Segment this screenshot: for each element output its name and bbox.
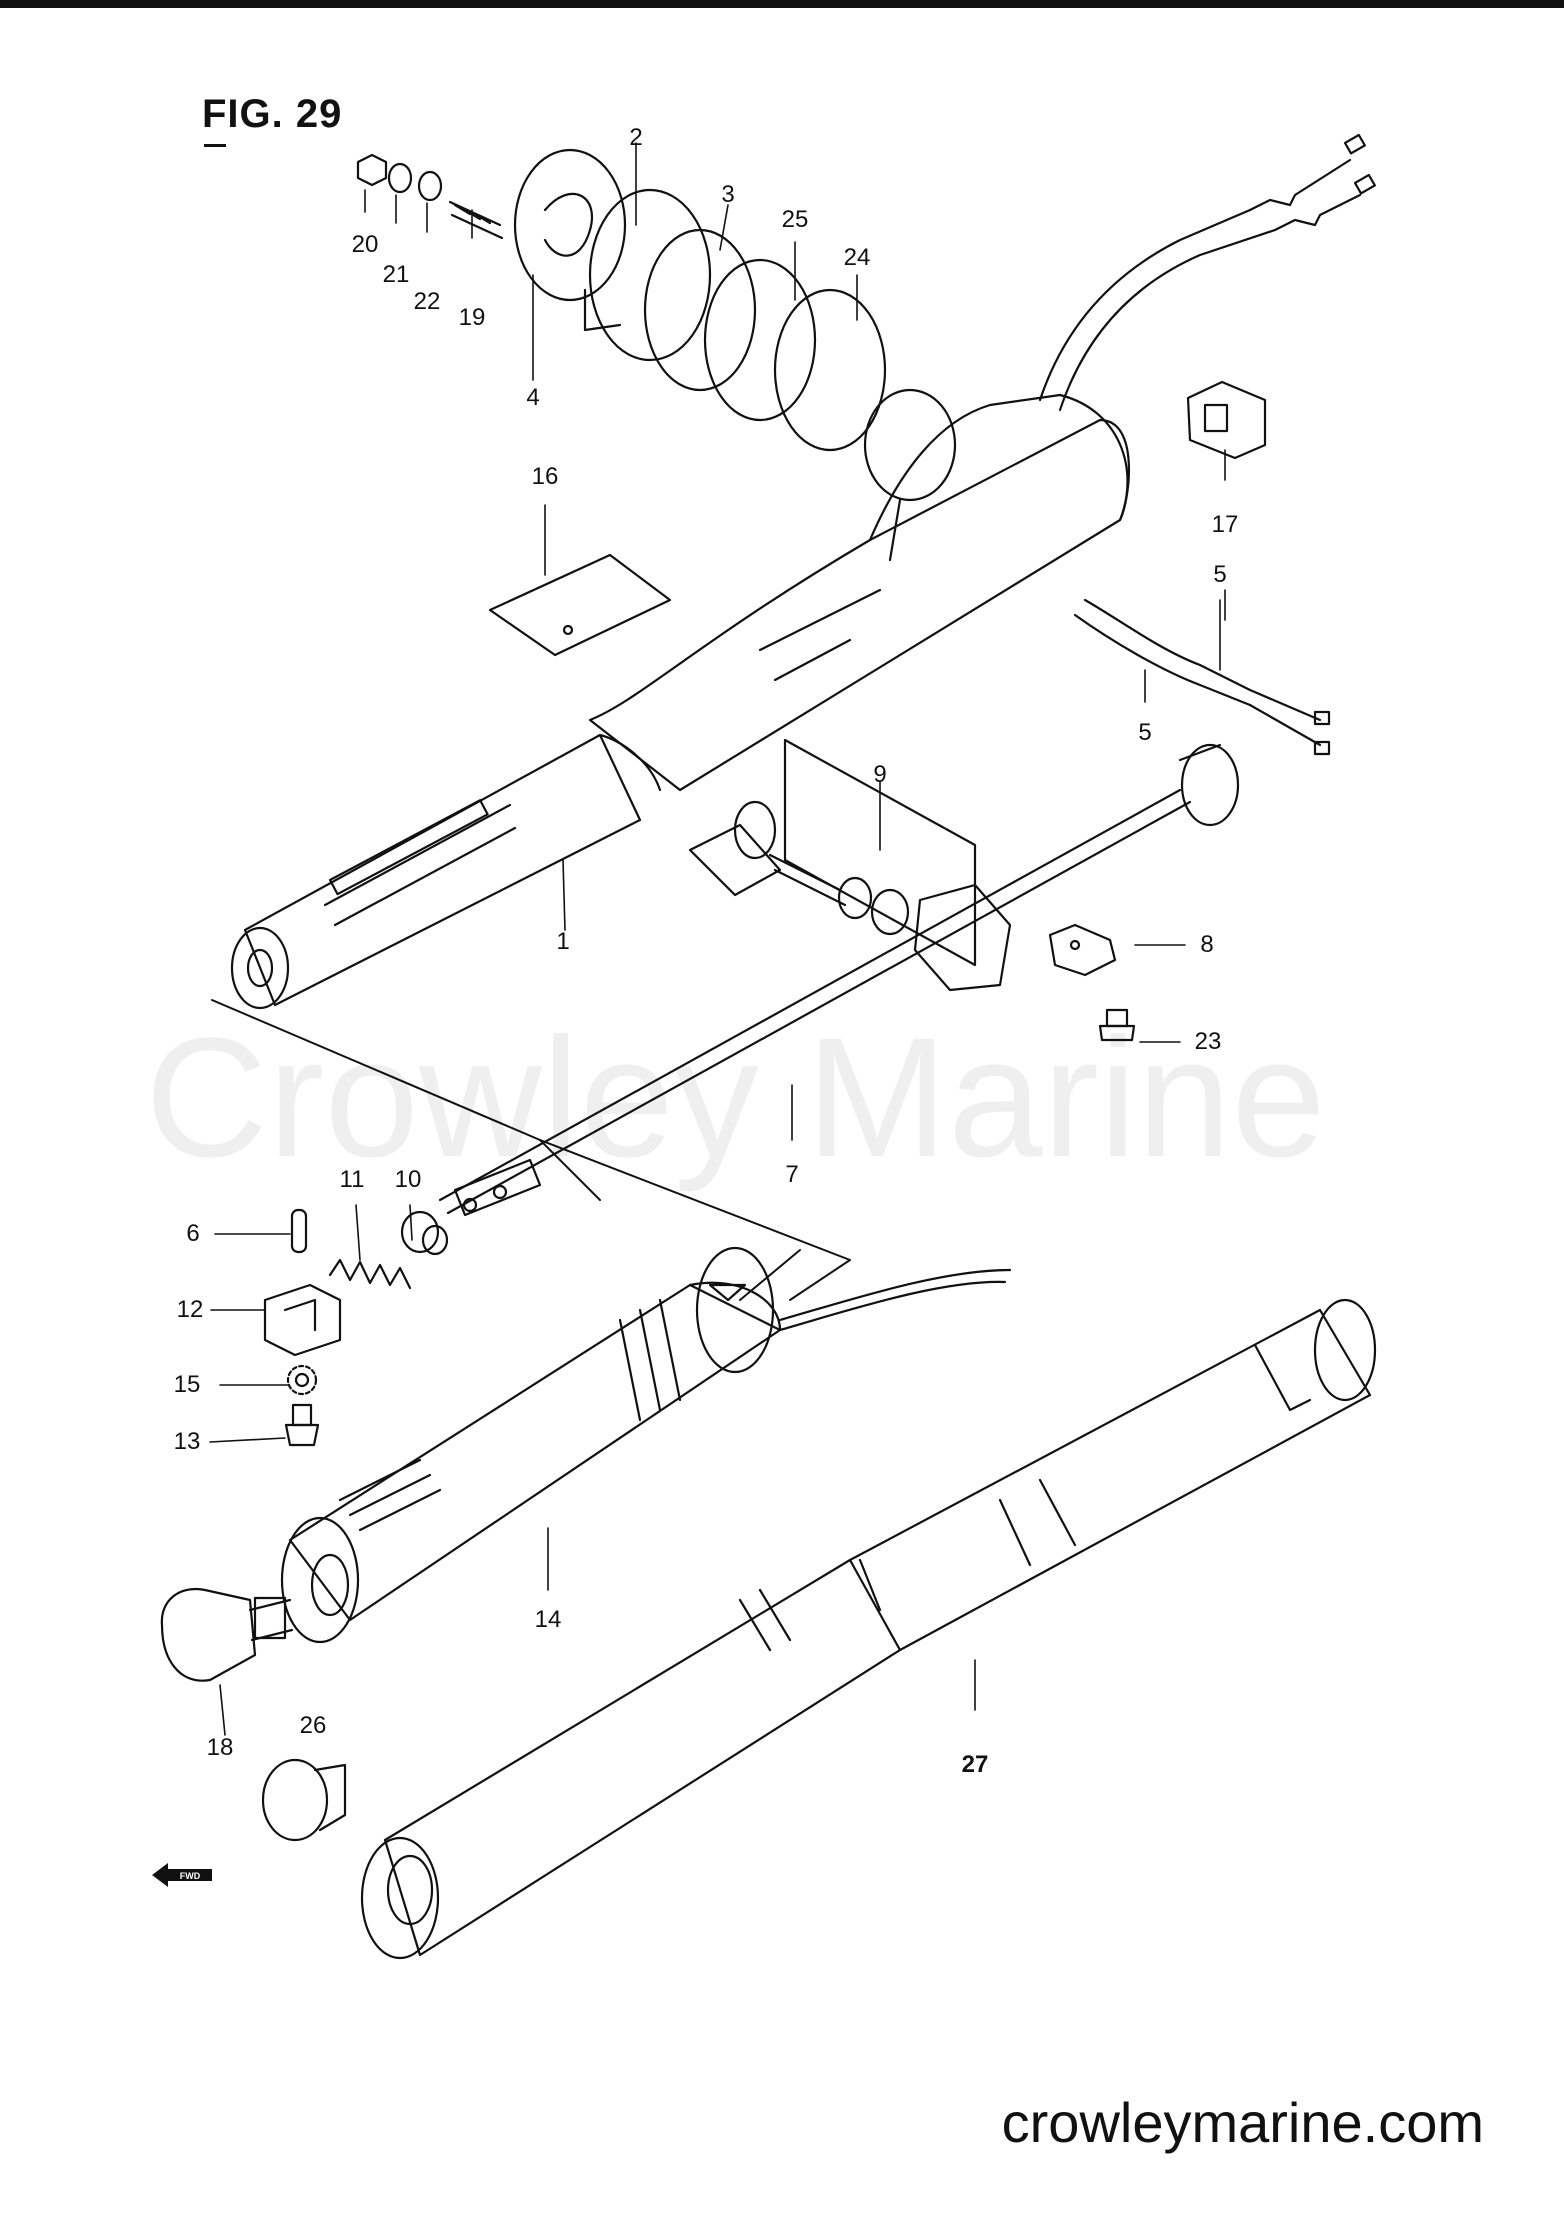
knob-part (160, 1587, 294, 1682)
callout-c16: 16 (531, 463, 559, 490)
callout-c5a: 5 (1213, 561, 1227, 588)
cover-tube-part (360, 1298, 1377, 1960)
callout-c12: 12 (176, 1296, 204, 1323)
cables-part (1038, 133, 1376, 756)
title-underline (204, 144, 226, 147)
callout-c23: 23 (1194, 1028, 1222, 1055)
callout-c1: 1 (556, 928, 570, 955)
callout-c22: 22 (413, 288, 441, 315)
callout-c9: 9 (873, 761, 887, 788)
callout-c27: 27 (961, 1751, 989, 1778)
callout-c10: 10 (394, 1166, 422, 1193)
callout-c13: 13 (173, 1428, 201, 1455)
callout-c15: 15 (173, 1371, 201, 1398)
gasket-stack-part (513, 148, 887, 452)
callout-c19: 19 (458, 304, 486, 331)
callout-c5b: 5 (1138, 719, 1152, 746)
callout-c8: 8 (1200, 931, 1214, 958)
callout-c26: 26 (299, 1712, 327, 1739)
assembly-outline (211, 999, 851, 1301)
shift-rod-part (438, 738, 1240, 1217)
throttle-grip-part (280, 1246, 1012, 1644)
callout-c18: 18 (206, 1734, 234, 1761)
decal-part (488, 553, 672, 657)
callout-c11: 11 (339, 1166, 365, 1193)
callout-c24: 24 (843, 244, 871, 271)
tiller-handle-part (230, 388, 1130, 1010)
callout-c25: 25 (781, 206, 809, 233)
callout-c14: 14 (534, 1606, 562, 1633)
figure-title: FIG. 29 (202, 92, 343, 136)
cap-part (261, 1758, 347, 1842)
website-url: crowleymarine.com (1001, 2091, 1484, 2154)
grommet-part (1186, 380, 1267, 460)
callout-c2: 2 (629, 124, 643, 151)
callout-c7: 7 (785, 1161, 799, 1188)
callout-c4: 4 (526, 384, 540, 411)
fwd-label: FWD (180, 1871, 201, 1881)
small-parts-part (263, 1208, 449, 1447)
callout-c17: 17 (1211, 511, 1239, 538)
callout-c6: 6 (186, 1220, 200, 1247)
callout-c3: 3 (721, 181, 735, 208)
top-border (0, 0, 1564, 8)
leader-lines (209, 142, 1226, 1736)
fwd-arrow-icon: FWD (152, 1863, 212, 1887)
callout-c20: 20 (351, 231, 379, 258)
watermark: Crowley Marine (145, 1003, 1326, 1193)
screw-23-part (1098, 1008, 1136, 1042)
callout-c21: 21 (382, 261, 410, 288)
fastener-set-part (356, 153, 504, 240)
